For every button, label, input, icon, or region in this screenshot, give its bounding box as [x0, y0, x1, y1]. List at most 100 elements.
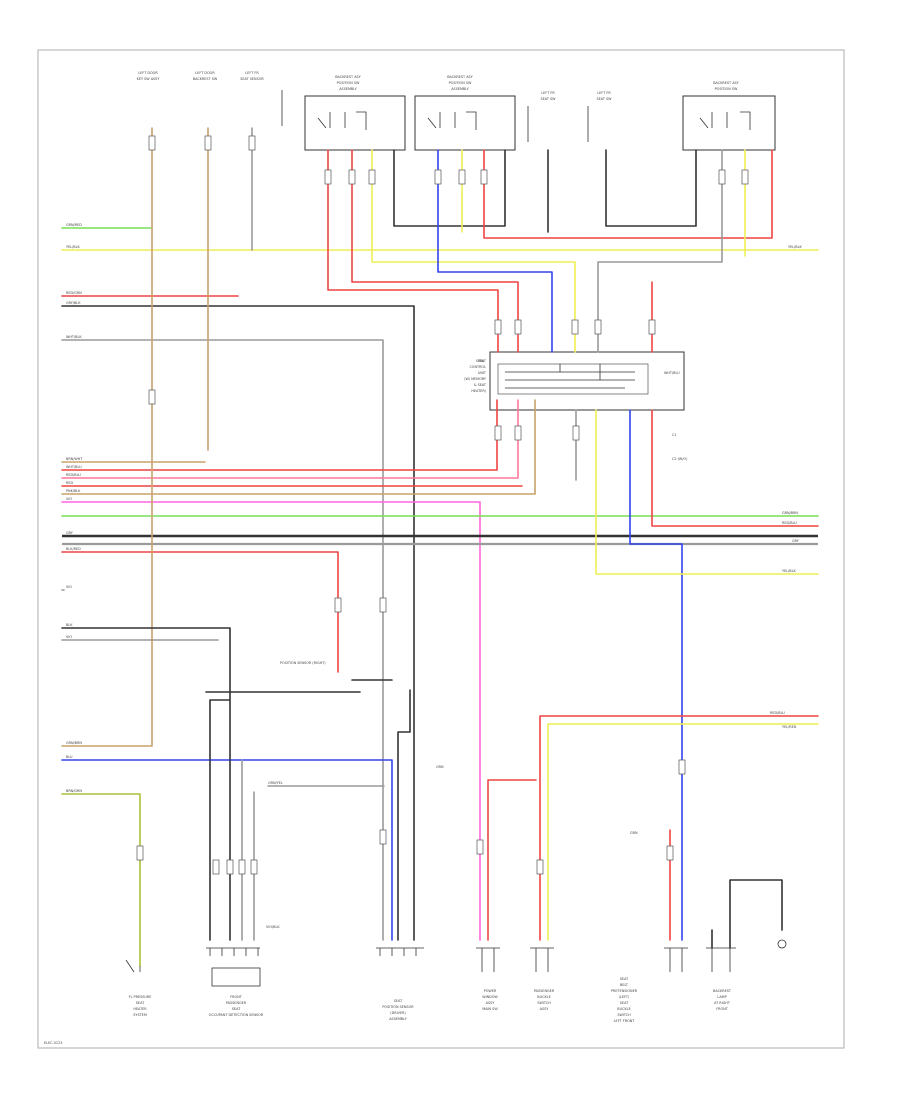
mid-note: GRN — [476, 359, 484, 363]
component-label: ASSY — [486, 1001, 496, 1005]
wire-gray — [61, 639, 255, 941]
wire-blue — [629, 409, 683, 941]
component-label: ASSEMBLY — [339, 87, 357, 91]
component-label: SEAT — [394, 999, 403, 1003]
connector-pin — [136, 845, 144, 861]
wire-label: RED/GRN — [66, 291, 82, 295]
module-label: HEATER) — [471, 389, 486, 393]
wire-label: PNK/BLK — [66, 489, 81, 493]
connector-pin — [348, 169, 356, 185]
wire-label: WHT/BLK — [66, 335, 82, 339]
wire-dark — [547, 149, 697, 233]
connector-pin — [494, 425, 502, 441]
component-label: ASSY — [540, 1007, 550, 1011]
component-label: KEY SW ASSY — [137, 77, 161, 81]
connector-markers — [136, 135, 749, 875]
wire-red — [61, 551, 339, 673]
wire-yellow — [371, 149, 576, 353]
wire-label: BRN/GRN — [66, 789, 82, 793]
connector-pin — [536, 859, 544, 875]
component-label: LAMP — [717, 995, 726, 999]
junction-note: GRN — [436, 765, 444, 769]
component-label: SEAT — [620, 1001, 629, 1005]
switch-box — [682, 95, 776, 151]
top-switch-boxes — [281, 90, 776, 151]
wire-red — [61, 399, 498, 471]
component-label: (DRIVER) — [390, 1011, 406, 1015]
wire-yellow — [547, 723, 819, 941]
wire-label: GRY — [792, 539, 800, 543]
connector-pin — [226, 859, 234, 875]
wire-label: VIO — [66, 497, 72, 501]
component-label: MAIN SW — [482, 1007, 498, 1011]
connector-pin — [148, 135, 156, 151]
connector-pin — [248, 135, 256, 151]
connector-pin — [204, 135, 212, 151]
wire-dark — [393, 149, 506, 227]
switch-symbol — [317, 111, 367, 130]
connector-pin — [368, 169, 376, 185]
connector-pin — [379, 597, 387, 613]
component-label: POSITION SW — [715, 87, 738, 91]
component-label: BUCKLE — [537, 995, 550, 999]
diagram-frame — [37, 49, 845, 1049]
connector-pin — [238, 859, 246, 875]
wire-olive — [61, 793, 141, 967]
component-label: BACKREST ASY — [713, 81, 739, 85]
mid-note: WHT/BLU — [664, 371, 680, 375]
component-label: BACKREST — [713, 989, 732, 993]
component-label: WINDOW — [482, 995, 498, 999]
component-label: HEATER — [133, 1007, 147, 1011]
wire-label: BLK/RED — [66, 547, 81, 551]
wire-gray — [597, 149, 723, 353]
component-label: SWITCH — [617, 1013, 631, 1017]
wires — [61, 127, 819, 967]
component-label: SWITCH — [537, 1001, 551, 1005]
connector-pin — [571, 319, 579, 335]
wire-dark — [61, 627, 361, 941]
component-label: POSITION SENSOR — [382, 1005, 414, 1009]
central-module: SEAT CONTROL UNIT (W/ MEMORY & SEAT HEAT… — [464, 351, 685, 411]
module-label: UNIT — [478, 371, 487, 375]
component-label: ASSEMBLY — [451, 87, 469, 91]
mid-note: VIO/BLK — [266, 925, 280, 929]
wire-label: GRN/BRN — [782, 511, 798, 515]
module-label: & SEAT — [474, 383, 487, 387]
component-label: LEFT FRONT — [614, 1019, 636, 1023]
wire-label: GRN/BRN — [66, 741, 82, 745]
left-wire-labels: GRN/RED YEL/BLK RED/GRN GRY/BLK WHT/BLK … — [66, 223, 83, 793]
wire-red — [539, 715, 819, 941]
component-label: PASSENGER — [226, 1001, 247, 1005]
connector-pin — [572, 425, 580, 441]
connector-pin — [212, 859, 220, 875]
wire-label: YEL/BLK — [66, 245, 80, 249]
switch-symbol — [125, 959, 141, 973]
wire-label: GRN/RED — [66, 223, 82, 227]
wire-label: GRY/BLK — [66, 301, 81, 305]
wire-dark — [729, 879, 783, 949]
wire-label: WHT/BLU — [66, 465, 82, 469]
wire-blue — [61, 759, 393, 941]
bracket — [527, 106, 589, 142]
switch-symbol — [427, 111, 477, 130]
component-label: POSITION SW — [337, 81, 360, 85]
wire-pink — [61, 399, 519, 479]
component-label: FRONT — [716, 1007, 729, 1011]
wire-label: RED/BLU — [770, 711, 785, 715]
terminal-comb — [664, 947, 688, 972]
connector-pin — [514, 425, 522, 441]
component-label: POWER — [484, 989, 497, 993]
connector-pin — [480, 169, 488, 185]
wire-dark — [397, 689, 411, 941]
component-label: BACKREST ASY — [447, 75, 473, 79]
junction-note: C2 (W/O) — [672, 457, 688, 461]
junction-note: C1 — [672, 433, 677, 437]
wire-red — [651, 409, 819, 527]
connector-pin — [718, 169, 726, 185]
component-label: LEFT FR — [541, 91, 555, 95]
connector-pin — [250, 859, 258, 875]
wire-label: VIO — [66, 635, 72, 639]
connector-pin — [148, 389, 156, 405]
module-inner — [497, 363, 649, 395]
connector-pin — [494, 319, 502, 335]
